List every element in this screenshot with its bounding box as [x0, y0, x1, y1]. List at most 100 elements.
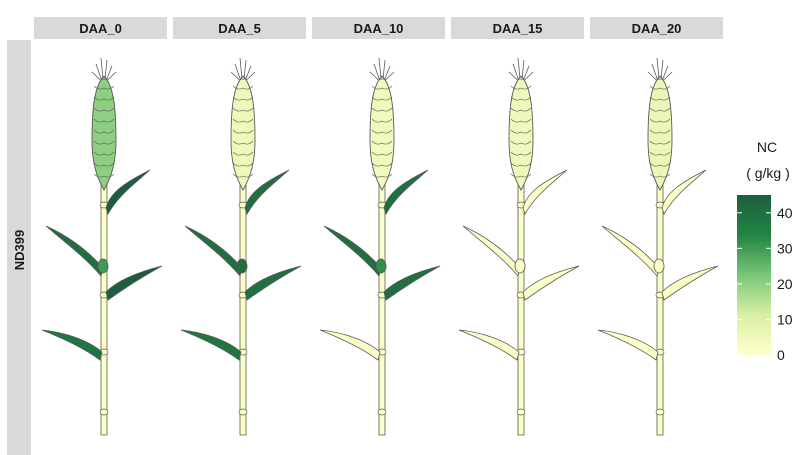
middle-leaf	[462, 225, 521, 277]
awn	[656, 57, 660, 81]
spikelet	[371, 129, 393, 134]
stem-node	[377, 408, 387, 416]
legend-tick-label: 30	[777, 240, 793, 256]
flag-leaf	[105, 169, 151, 215]
upper-right-leaf	[661, 265, 719, 301]
spikelet	[649, 151, 671, 156]
middle-leaf	[601, 225, 660, 277]
spikelet	[649, 162, 671, 167]
panel-strip	[451, 17, 584, 39]
legend-title: NC	[757, 139, 777, 155]
spikelet	[232, 118, 254, 123]
awn	[245, 65, 252, 81]
spike	[508, 75, 534, 191]
awn	[508, 71, 518, 81]
spikelet	[232, 107, 254, 112]
wheat-plant	[458, 57, 580, 436]
spikelet	[510, 173, 532, 178]
leaf-node	[653, 258, 665, 274]
leaf-node	[97, 258, 109, 274]
spikelet	[232, 96, 254, 101]
lower-left-leaf	[319, 329, 381, 361]
spikelet	[510, 118, 532, 123]
legend-tick-label: 0	[777, 347, 785, 363]
panel-strip-label: DAA_5	[218, 21, 261, 36]
flag-leaf	[244, 169, 290, 215]
spikelet	[93, 162, 115, 167]
panel-strip-label: DAA_20	[632, 21, 682, 36]
awn	[651, 63, 658, 81]
row-strip	[7, 40, 31, 455]
spikelet	[232, 162, 254, 167]
stem-node	[238, 408, 248, 416]
middle-leaf	[184, 225, 243, 277]
panel-strip	[312, 17, 445, 39]
flag-leaf	[522, 169, 568, 215]
legend-tick-label: 20	[777, 276, 793, 292]
awn	[382, 59, 386, 81]
awn	[523, 65, 530, 81]
lower-left-leaf	[41, 329, 103, 361]
spikelet	[510, 107, 532, 112]
spikelet	[649, 96, 671, 101]
stem-node	[516, 408, 526, 416]
awn	[521, 59, 525, 81]
spikelet	[371, 140, 393, 145]
spikelet	[232, 129, 254, 134]
awn	[234, 63, 241, 81]
spikelet	[510, 96, 532, 101]
legend-unit: ( g/kg )	[746, 165, 790, 181]
spikelet	[371, 96, 393, 101]
spikelet	[649, 107, 671, 112]
awn	[660, 59, 664, 81]
awn	[104, 59, 108, 81]
spikelet	[232, 151, 254, 156]
facet-panel: DAA_5	[173, 17, 306, 436]
spikelet	[649, 129, 671, 134]
awn	[385, 71, 395, 81]
upper-right-leaf	[244, 265, 302, 301]
panel-strip-label: DAA_10	[354, 21, 404, 36]
flag-leaf	[383, 169, 429, 215]
spike	[230, 75, 256, 191]
spikelet	[649, 118, 671, 123]
spikelet	[93, 118, 115, 123]
spike	[369, 75, 395, 191]
awn	[243, 59, 247, 81]
spikelet	[371, 118, 393, 123]
spikelet	[93, 140, 115, 145]
stem-node	[655, 408, 665, 416]
panel-strip-label: DAA_0	[79, 21, 122, 36]
spikelet	[649, 140, 671, 145]
spikelet	[93, 107, 115, 112]
legend-tick-label: 10	[777, 311, 793, 327]
spikelet	[93, 96, 115, 101]
upper-right-leaf	[105, 265, 163, 301]
spikelet	[93, 85, 115, 90]
lower-left-leaf	[458, 329, 520, 361]
spike	[647, 75, 673, 191]
leaf-node	[236, 258, 248, 274]
spikelet	[232, 140, 254, 145]
panel-strip	[590, 17, 723, 39]
awn	[384, 65, 391, 81]
awn	[107, 71, 117, 81]
spikelet	[371, 162, 393, 167]
spikelet	[510, 140, 532, 145]
spikelet	[510, 151, 532, 156]
spikelet	[649, 173, 671, 178]
spikelet	[232, 85, 254, 90]
awn	[239, 57, 243, 81]
panel-strip	[34, 17, 167, 39]
spike	[91, 75, 117, 191]
leaf-node	[514, 258, 526, 274]
awn	[246, 71, 256, 81]
awn	[373, 63, 380, 81]
facet-panel: DAA_20	[590, 17, 723, 436]
wheat-plant	[41, 57, 163, 436]
wheat-plant	[597, 57, 719, 436]
legend-colorbar	[737, 195, 771, 355]
